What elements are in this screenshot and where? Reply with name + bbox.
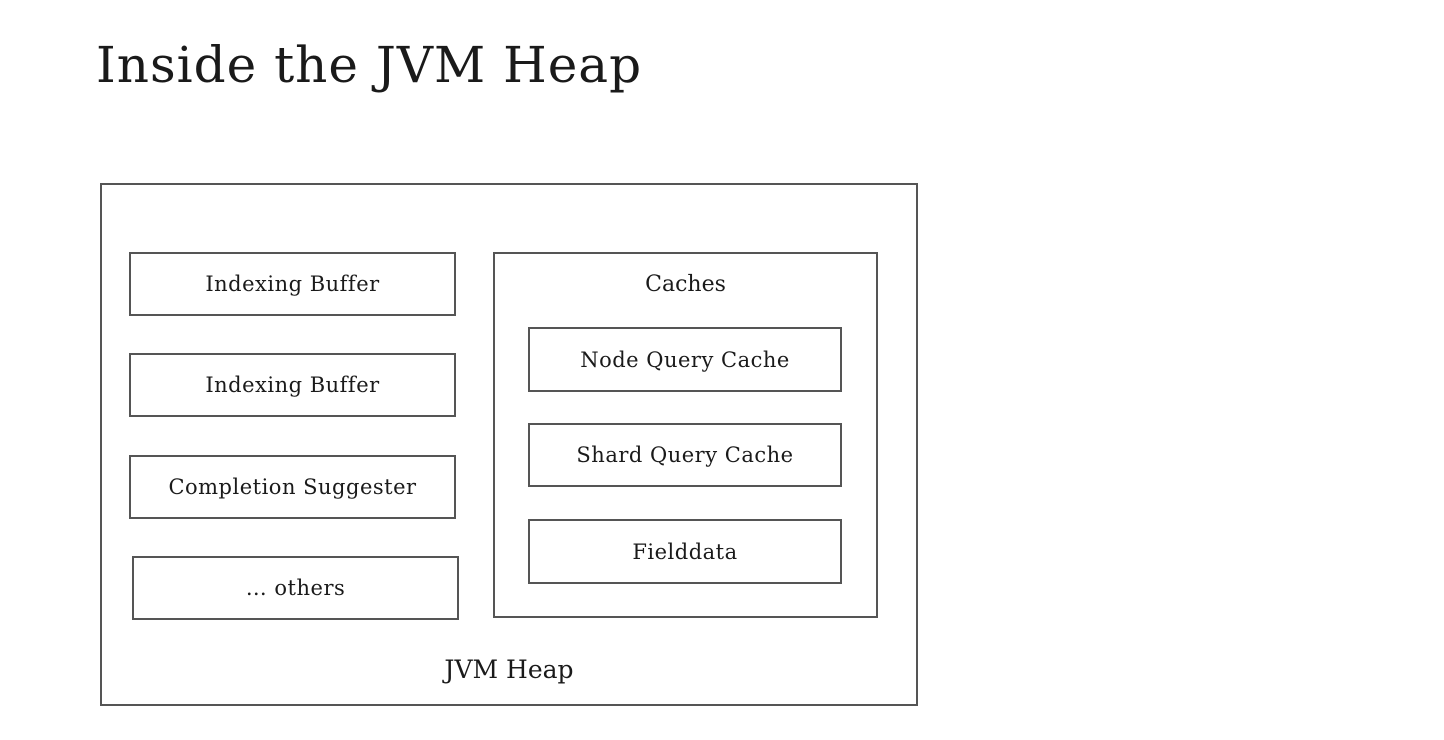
node-query-cache-box: Node Query Cache — [528, 327, 842, 392]
shard-query-cache-box: Shard Query Cache — [528, 423, 842, 487]
others-box: … others — [132, 556, 459, 620]
fielddata-box: Fielddata — [528, 519, 842, 584]
completion-suggester-box: Completion Suggester — [129, 455, 456, 519]
page-title: Inside the JVM Heap — [96, 36, 643, 94]
indexing-buffer-box: Indexing Buffer — [129, 353, 456, 417]
indexing-buffer-box: Indexing Buffer — [129, 252, 456, 316]
caches-label: Caches — [645, 272, 726, 297]
jvm-heap-label: JVM Heap — [444, 655, 574, 684]
